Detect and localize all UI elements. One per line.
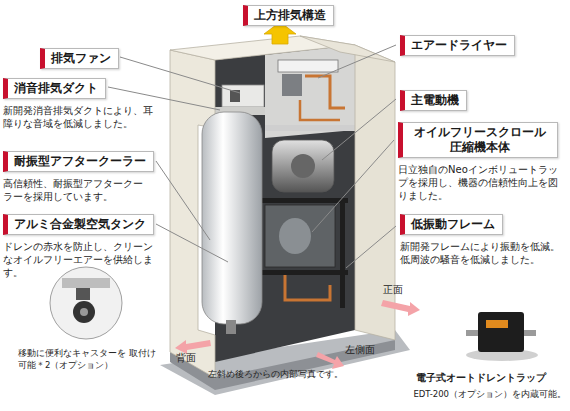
air-dryer-unit xyxy=(278,60,338,72)
callout: 消音排気ダクト新開発消音排気ダクトにより、耳障りな音域を低減しました。 xyxy=(3,77,153,130)
shelf xyxy=(265,125,355,131)
callout-description: 日立独自のNeoインボリュートラップを採用し、機器の信頼性向上を図りました。 xyxy=(398,163,560,202)
callout-description: 新開発消音排気ダクトにより、耳障りな音域を低減しました。 xyxy=(3,104,153,130)
callout: 上方排気構造 xyxy=(243,4,334,26)
trap-label xyxy=(486,320,508,328)
caster-plate xyxy=(62,278,110,288)
compressor-body xyxy=(279,218,311,254)
callout-heading: アルミ合金製空気タンク xyxy=(3,214,154,235)
air-tank xyxy=(202,112,262,324)
copper-pipe xyxy=(300,100,340,120)
callout-heading: 低振動フレーム xyxy=(400,214,503,235)
leader-line xyxy=(120,57,240,93)
side-panel xyxy=(355,45,395,340)
trap-port xyxy=(524,330,536,336)
callout: 排気ファン xyxy=(40,47,119,69)
callout: アルミ合金製空気タンクドレンの赤水を防止し、クリーンなオイルフリーエアーを供給し… xyxy=(3,213,154,279)
upper-compartment xyxy=(265,45,355,138)
callout-heading: 主電動機 xyxy=(400,90,467,111)
frame-post xyxy=(340,198,345,308)
dryer-part xyxy=(282,74,302,96)
drain-trap xyxy=(478,312,524,352)
callout: オイルフリースクロール 圧縮機本体日立独自のNeoインボリュートラップを採用し、… xyxy=(398,122,560,202)
callout-description: ドレンの赤水を防止し、クリーンなオイルフリーエアーを供給します。 xyxy=(3,240,153,279)
caster-mount xyxy=(76,288,90,300)
direction-arrow xyxy=(175,340,211,354)
callout-heading: 上方排気構造 xyxy=(243,5,334,26)
direction-label: 正面 xyxy=(383,284,403,296)
frame-bar xyxy=(258,198,348,203)
callout-heading: 耐振型アフタークーラー xyxy=(3,151,154,172)
frame-bar xyxy=(258,270,348,275)
motor-end xyxy=(291,154,315,178)
callout-heading: エアードライヤー xyxy=(400,35,515,56)
leader-line xyxy=(346,226,396,268)
note: 移動に便利なキャスターを 取付け可能＊2（オプション） xyxy=(18,347,158,371)
note: 左斜め後ろからの内部写真です。 xyxy=(208,368,343,380)
callout: 耐振型アフタークーラー高信頼性、耐振型アフタークーラーを採用しています。 xyxy=(3,150,154,203)
tank-leg xyxy=(226,320,236,334)
callout: 主電動機 xyxy=(400,89,467,111)
direction-arrow xyxy=(381,300,420,316)
copper-pipe xyxy=(305,76,345,108)
caster-hub xyxy=(80,308,88,316)
note: EDT-200（オプション）を内蔵可能。 xyxy=(413,388,566,400)
direction-label: 左側面 xyxy=(345,344,375,356)
direction-arrow xyxy=(316,352,344,369)
leader-line xyxy=(312,140,394,232)
trap-port xyxy=(466,330,478,336)
callout-heading: 排気ファン xyxy=(40,48,119,69)
callout: エアードライヤー xyxy=(400,34,515,56)
exhaust-fan xyxy=(222,85,264,107)
callout-description: 高信頼性、耐振型アフタークーラーを採用しています。 xyxy=(3,177,143,203)
note: 電子式オートドレントラップ xyxy=(416,372,546,384)
callout-heading: 消音排気ダクト xyxy=(3,78,106,99)
caster-wheel xyxy=(73,301,95,323)
callout: 低振動フレーム新開発フレームにより振動を低減。低周波の騒音を低減しました。 xyxy=(400,213,562,266)
leader-line xyxy=(156,224,228,262)
scroll-compressor xyxy=(265,205,335,267)
direction-label: 背面 xyxy=(176,352,196,364)
caster-inset xyxy=(50,267,122,339)
top-panel xyxy=(300,36,395,62)
top-panel xyxy=(170,36,355,60)
callout-description: 新開発フレームにより振動を低減。低周波の騒音を低減しました。 xyxy=(400,240,562,266)
callout-heading: オイルフリースクロール 圧縮機本体 xyxy=(398,122,558,158)
leader-line xyxy=(318,45,396,78)
main-motor xyxy=(272,140,334,192)
